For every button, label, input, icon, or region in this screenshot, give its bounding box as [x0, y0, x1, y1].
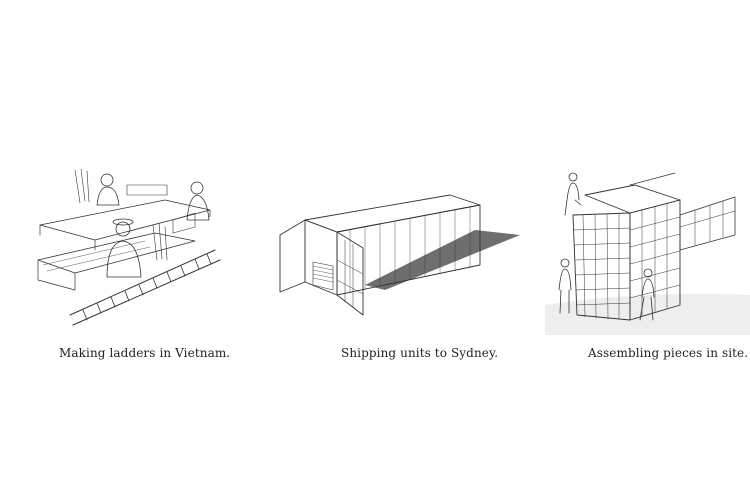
workshop-illustration — [37, 168, 221, 326]
assembly-illustration — [545, 172, 750, 335]
step-1-caption: Making ladders in Vietnam. — [59, 346, 231, 360]
step-1-panel: Making ladders in Vietnam. — [0, 0, 250, 500]
shipping-container-illustration — [279, 194, 520, 316]
step-2-caption: Shipping units to Sydney. — [341, 346, 499, 360]
step-2-panel: Shipping units to Sydney. — [250, 0, 520, 500]
step-3-caption: Assembling pieces in site. — [588, 346, 749, 360]
step-3-panel: Assembling pieces in site. — [500, 0, 750, 500]
